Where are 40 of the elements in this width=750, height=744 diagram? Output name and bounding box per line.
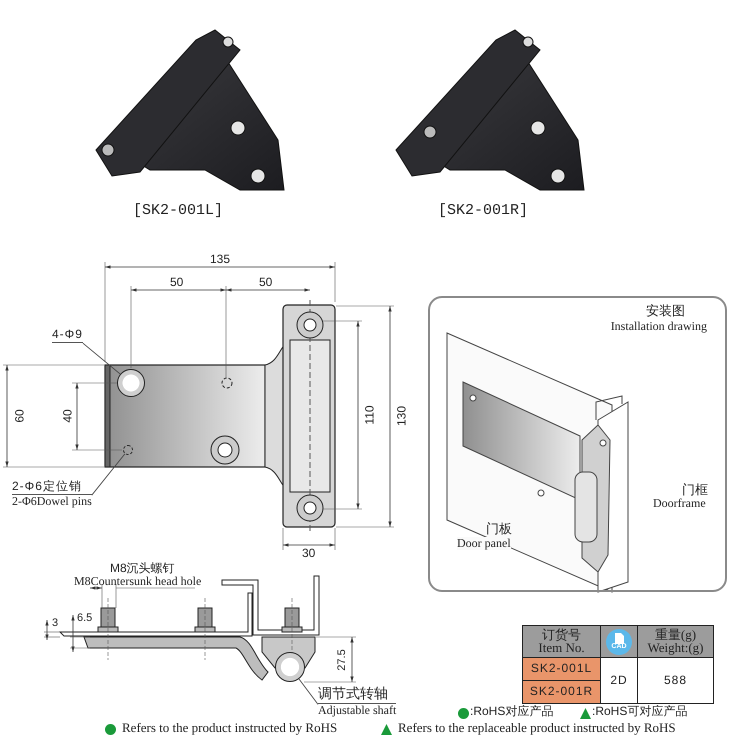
part-number-caption: [SK2-001L] bbox=[133, 203, 224, 220]
dimension-label: 40 bbox=[61, 409, 75, 423]
dimension-label: 3 bbox=[52, 617, 58, 630]
callout-label: 2-Φ6定位销 2-Φ6Dowel pins bbox=[12, 480, 92, 508]
legend-text: :RoHS可对应产品 bbox=[592, 705, 688, 718]
leader-line bbox=[298, 678, 318, 705]
part-number-caption: [SK2-001R] bbox=[438, 203, 528, 220]
dimension-label: 110 bbox=[363, 405, 377, 425]
annotation-text: M8沉头螺钉 bbox=[110, 562, 175, 576]
column-heading: 重量(g) bbox=[654, 628, 698, 641]
dimension-label: 130 bbox=[395, 406, 409, 426]
dowel-pin-hole bbox=[123, 445, 133, 455]
dimension-label: 60 bbox=[13, 409, 27, 423]
panel-heading: 安装图 bbox=[646, 304, 685, 318]
column-heading: 订货号 bbox=[541, 628, 582, 641]
dimension-label: 27.5 bbox=[336, 649, 348, 671]
dimension-label: 50 bbox=[170, 276, 184, 290]
legend-text: :RoHS对应产品 bbox=[470, 705, 554, 718]
legend-text: Refers to the replaceable product instructed by RoHS bbox=[398, 721, 676, 736]
drawing-panel bbox=[428, 296, 727, 592]
dimension-label: 135 bbox=[210, 253, 230, 266]
part-label: 门框 bbox=[682, 483, 708, 498]
callout-label: 4-Φ9 bbox=[52, 328, 83, 344]
leader-line bbox=[91, 453, 126, 496]
column-heading: Item No. bbox=[537, 641, 586, 654]
part-label: 门板 bbox=[486, 522, 512, 536]
panel-heading: Installation drawing bbox=[610, 320, 707, 334]
dimension-label: 30 bbox=[302, 547, 316, 560]
legend-text: Refers to the product instructed by RoHS bbox=[122, 721, 338, 736]
leader-line bbox=[82, 342, 121, 375]
part-label: Door panel bbox=[457, 537, 511, 550]
part-label: Doorframe bbox=[653, 497, 706, 510]
annotation-text: M8Countersunk head hole bbox=[74, 575, 202, 588]
table-cell: 588 bbox=[637, 657, 714, 704]
callout-label: 调节式转轴 Adjustable shaft bbox=[318, 687, 396, 718]
dimension-label: 6.5 bbox=[77, 612, 92, 624]
dimension-label: 50 bbox=[259, 276, 272, 290]
table-cell: SK2-001R bbox=[522, 680, 601, 704]
table-cell: SK2-001L bbox=[522, 657, 601, 681]
column-heading: Weight:(g) bbox=[646, 641, 704, 654]
